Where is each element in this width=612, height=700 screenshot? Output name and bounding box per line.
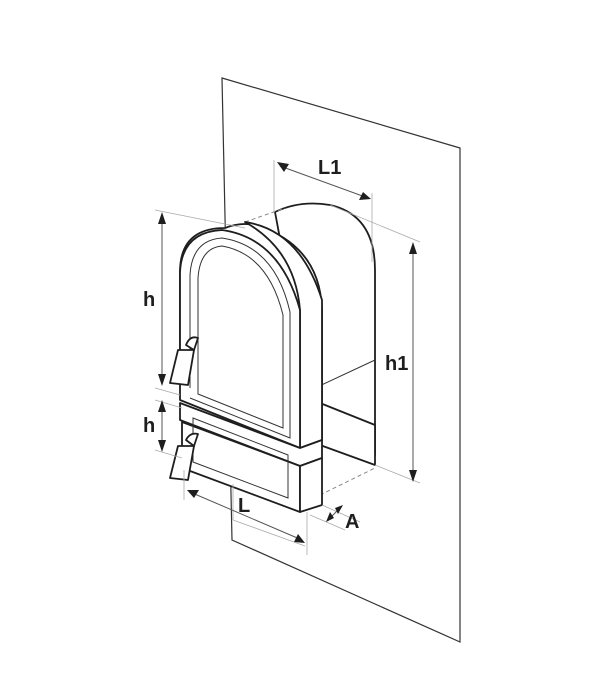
label-door-height: h (143, 289, 155, 311)
hidden-edge-bottom (319, 467, 376, 496)
dimension-width-top: L1 (273, 157, 373, 262)
dimension-door-height: h (143, 209, 246, 396)
ashpit-handle-icon (169, 432, 199, 481)
dimension-depth: A (309, 504, 361, 533)
label-width-bottom: L (238, 495, 250, 517)
dimension-total-height: h1 (329, 204, 421, 484)
label-width-top: L1 (318, 157, 341, 179)
label-ashpit-height: h (143, 415, 155, 437)
dimension-width-bottom: L (183, 470, 308, 555)
label-depth: A (345, 511, 359, 533)
upper-door-handle-icon (169, 336, 199, 386)
dimension-ashpit-height: h (143, 399, 183, 459)
label-total-height: h1 (385, 353, 408, 375)
hidden-edge-top (244, 207, 286, 223)
